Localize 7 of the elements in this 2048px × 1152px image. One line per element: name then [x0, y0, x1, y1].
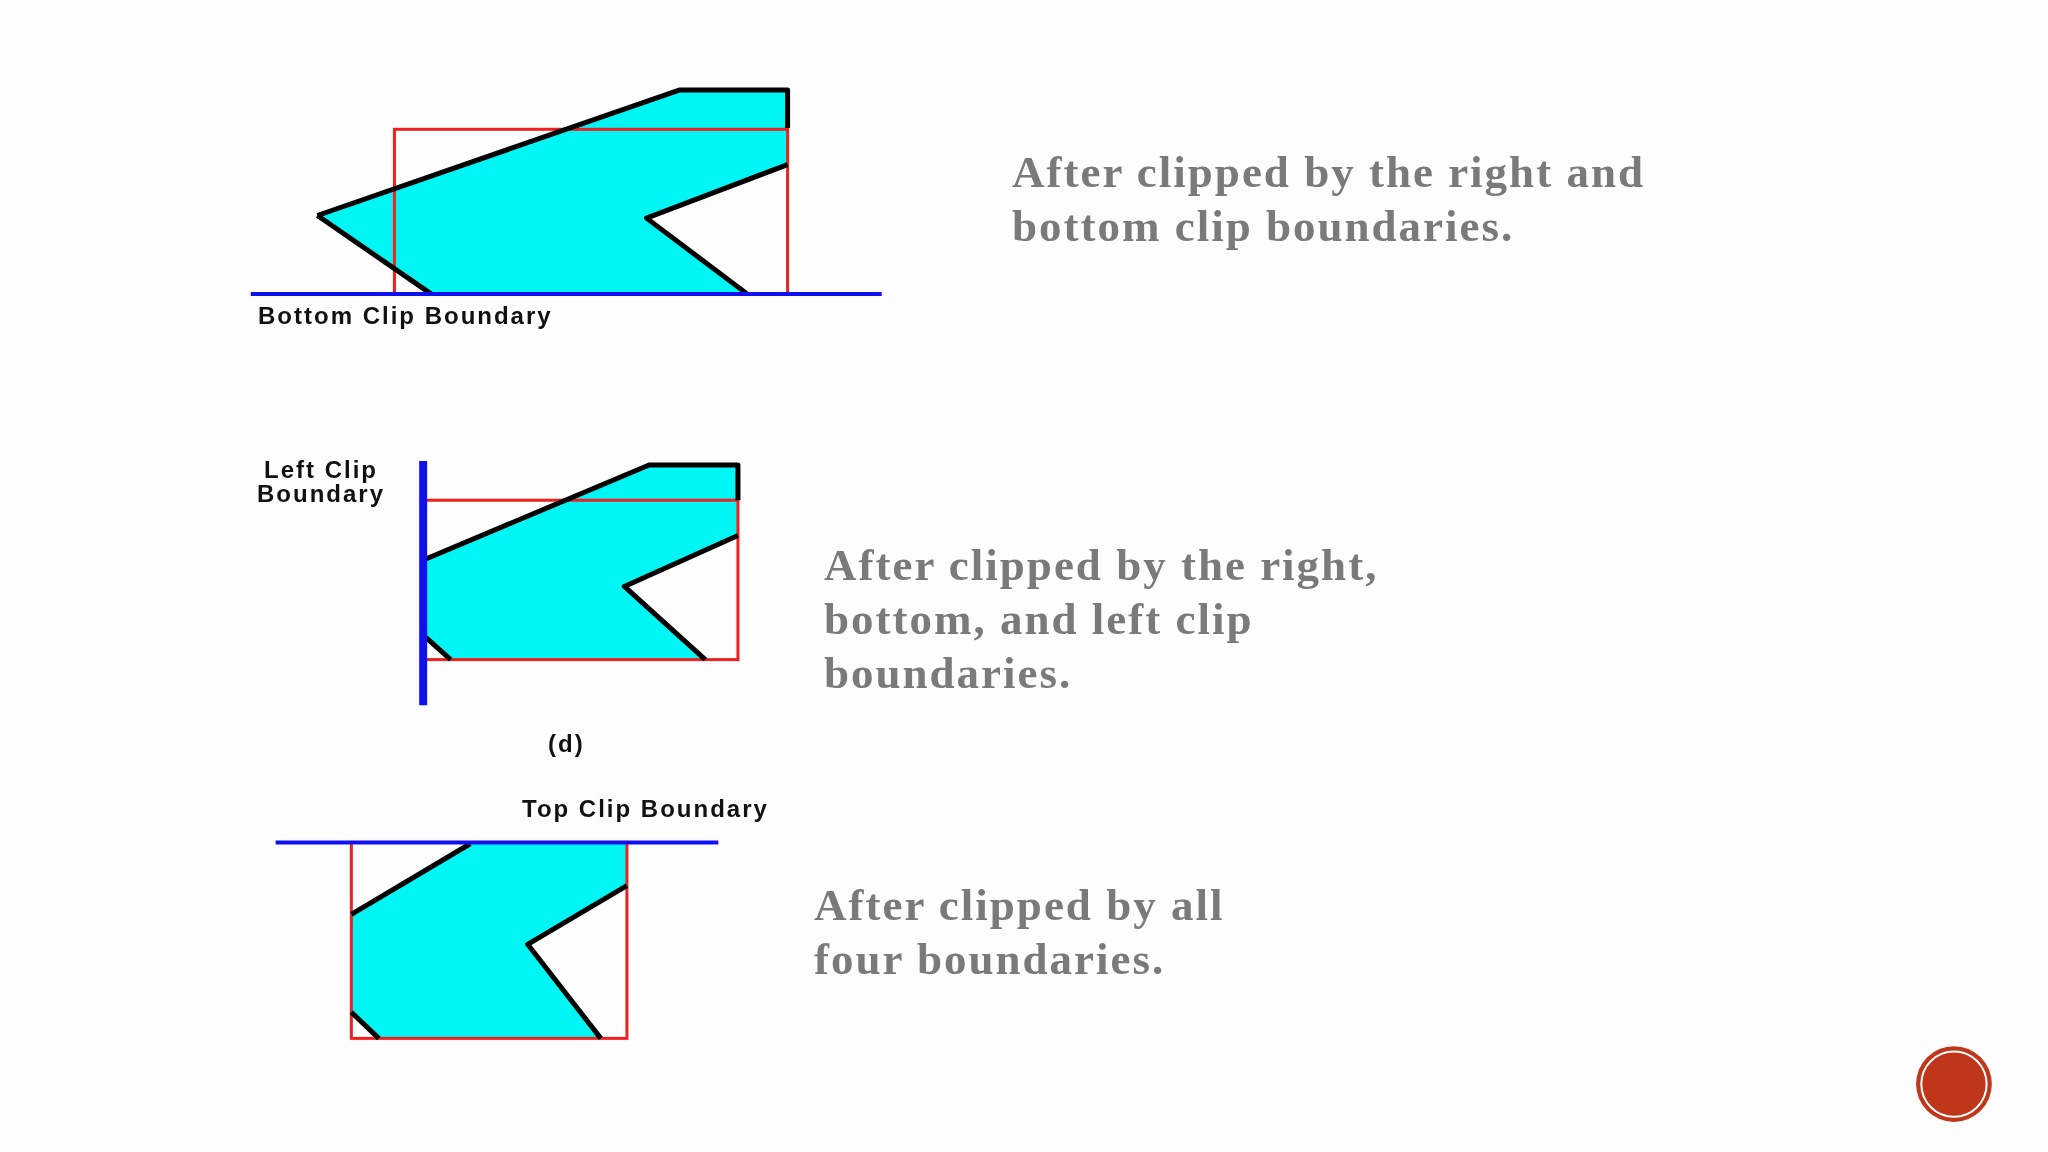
description-text: After clipped by all four boundaries. — [814, 879, 1226, 986]
boundary-label: Bottom Clip Boundary — [258, 304, 554, 328]
boundary-label: Top Clip Boundary — [522, 797, 770, 821]
description-text: After clipped by the right and bottom clip boundaries. — [1012, 146, 1646, 253]
figure-label: (d) — [548, 732, 586, 756]
description-text: After clipped by the right, bottom, and left clip boundaries. — [824, 539, 1380, 700]
boundary-label: Left Clip Boundary — [256, 458, 386, 506]
